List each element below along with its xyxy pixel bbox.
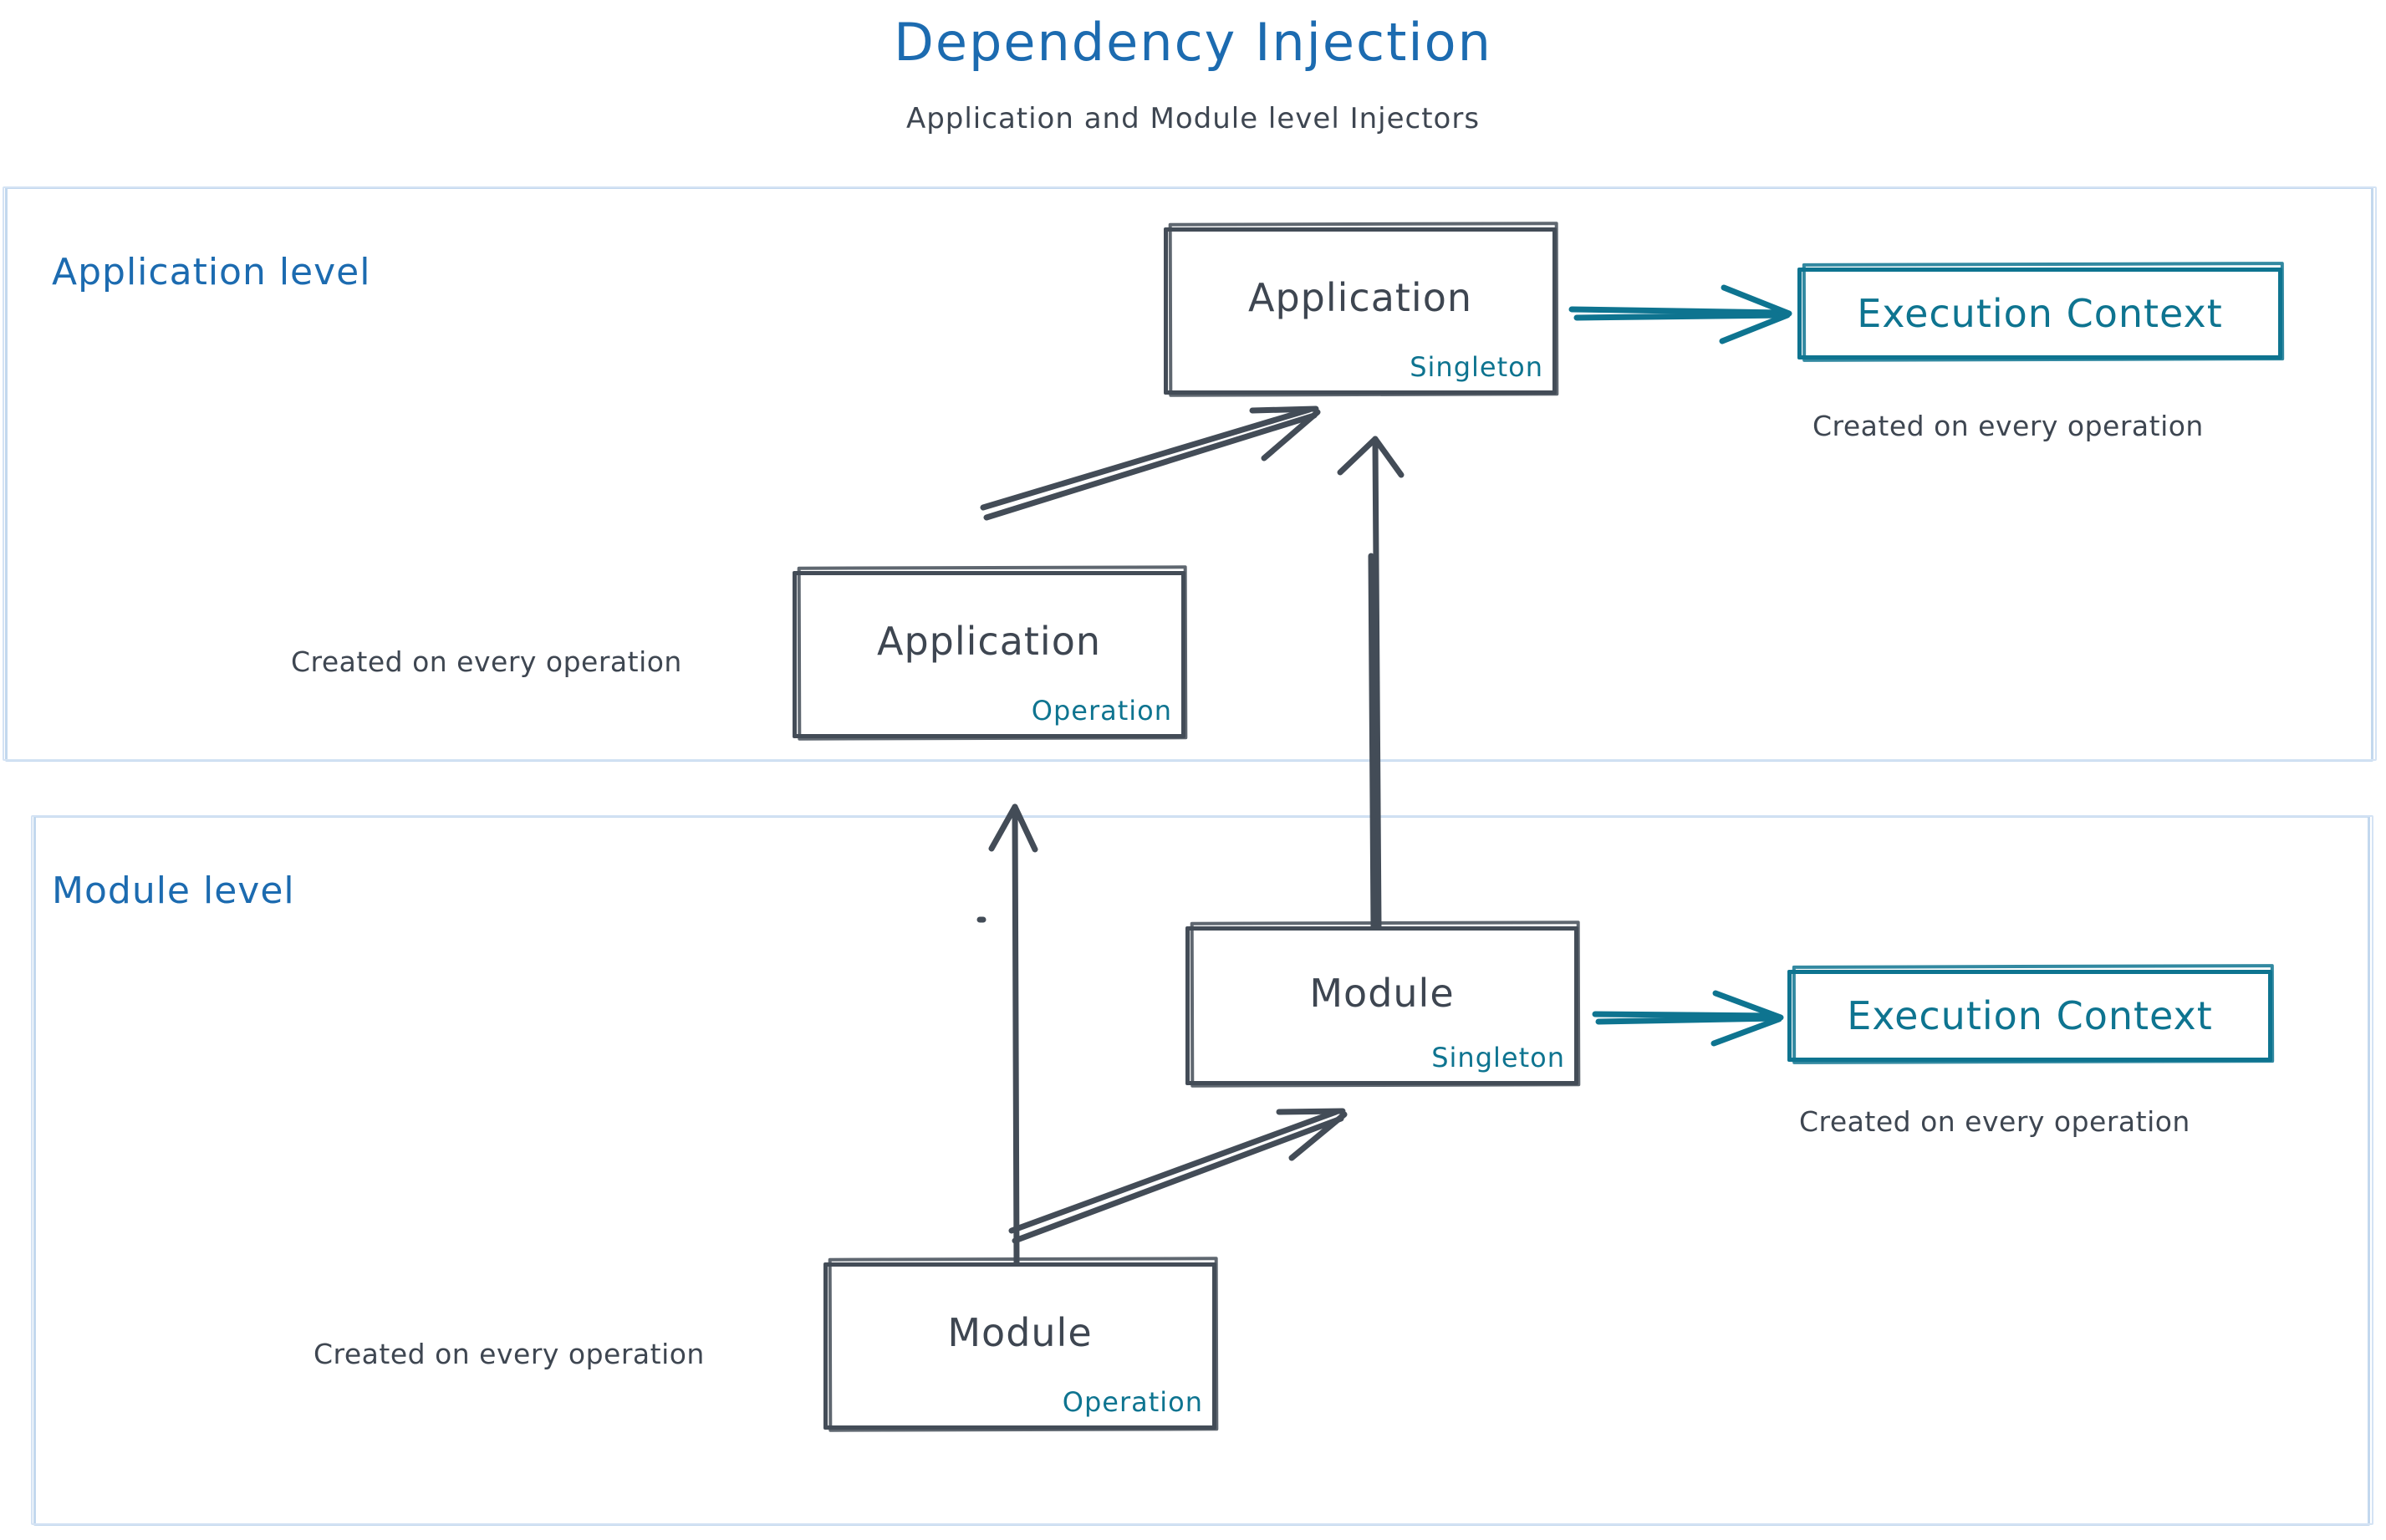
node-frame xyxy=(1797,268,2282,360)
node-frame xyxy=(793,571,1185,738)
node-scope-badge: Operation xyxy=(1031,695,1172,727)
node-scope-badge: Operation xyxy=(1062,1386,1203,1418)
node-label: Execution Context xyxy=(1847,993,2213,1038)
page-title: Dependency Injection xyxy=(894,12,1492,73)
panel-label-application-level: Application level xyxy=(52,251,371,293)
page-subtitle: Application and Module level Injectors xyxy=(905,102,1481,135)
caption-execution-context-application: Created on every operation xyxy=(1812,410,2204,442)
node-frame xyxy=(1185,926,1578,1085)
node-frame xyxy=(823,1262,1216,1430)
caption-execution-context-module: Created on every operation xyxy=(1799,1105,2190,1138)
node-module-operation[interactable]: Module Operation xyxy=(823,1257,1219,1432)
node-execution-context-module[interactable]: Execution Context xyxy=(1787,964,2275,1064)
node-application-singleton[interactable]: Application Singleton xyxy=(1164,222,1559,397)
node-application-operation[interactable]: Application Operation xyxy=(793,565,1188,741)
node-execution-context-application[interactable]: Execution Context xyxy=(1797,262,2285,362)
node-label: Application xyxy=(876,619,1102,664)
node-label: Module xyxy=(1309,970,1455,1016)
node-frame xyxy=(1787,970,2272,1062)
node-frame xyxy=(1164,227,1557,395)
node-scope-badge: Singleton xyxy=(1410,351,1543,383)
node-label: Execution Context xyxy=(1857,291,2223,336)
caption-application-operation: Created on every operation xyxy=(291,645,682,678)
caption-module-operation: Created on every operation xyxy=(314,1338,705,1370)
node-label: Application xyxy=(1247,275,1473,320)
node-label: Module xyxy=(947,1310,1093,1355)
node-module-singleton[interactable]: Module Singleton xyxy=(1185,920,1581,1088)
panel-label-module-level: Module level xyxy=(52,869,295,912)
node-scope-badge: Singleton xyxy=(1431,1042,1565,1073)
